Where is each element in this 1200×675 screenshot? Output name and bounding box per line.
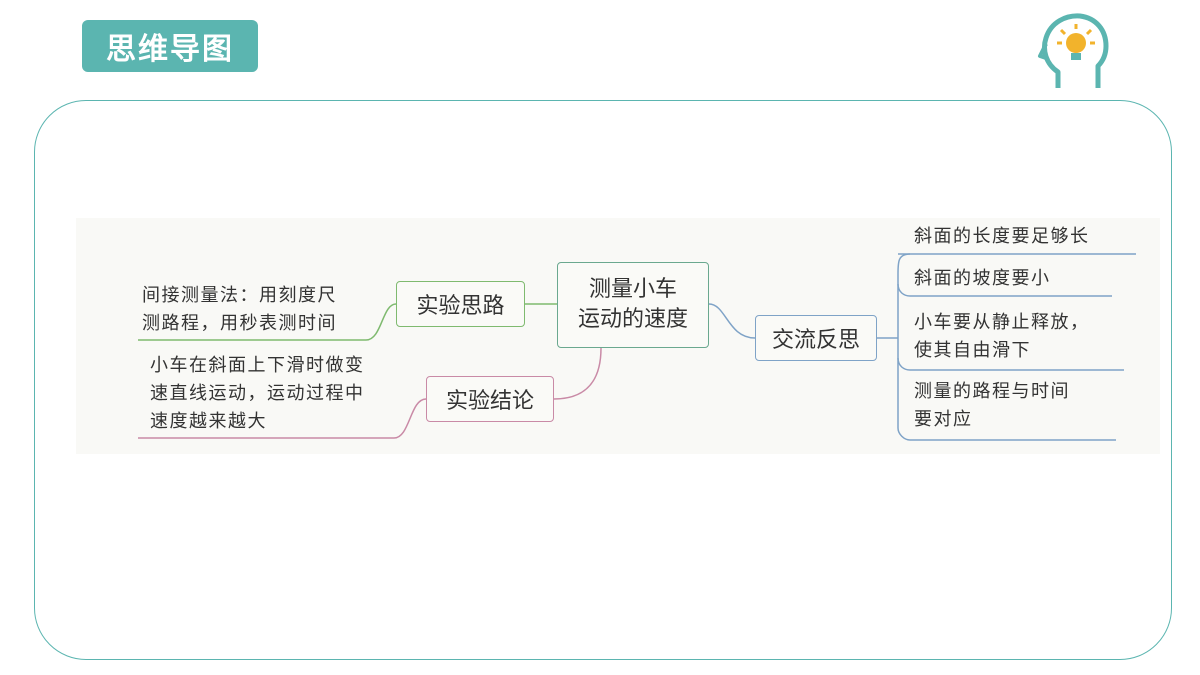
leaf-reflection-1-line1: 斜面的长度要足够长 <box>914 226 1090 247</box>
center-node: 测量小车 运动的速度 <box>557 262 709 348</box>
leaf-conclusion: 小车在斜面上下滑时做变 速直线运动，运动过程中 速度越来越大 <box>150 352 365 436</box>
connector-idea-leaf <box>138 303 397 341</box>
head-lightbulb-icon <box>1038 13 1109 88</box>
leaf-reflection-3-line2: 使其自由滑下 <box>914 340 1031 361</box>
leaf-reflection-2-line1: 斜面的坡度要小 <box>914 268 1051 289</box>
center-node-line2: 运动的速度 <box>577 307 688 332</box>
page-title: 思维导图 <box>82 20 258 72</box>
branch-reflection-node: 交流反思 <box>755 315 877 361</box>
leaf-idea-line2: 测路程，用秒表测时间 <box>142 313 337 334</box>
leaf-reflection-3-line1: 小车要从静止释放， <box>914 312 1090 333</box>
connector-conclusion-leaf <box>138 398 427 439</box>
leaf-reflection-3: 小车要从静止释放， 使其自由滑下 <box>914 309 1090 365</box>
connector-center-conclusion <box>553 347 602 400</box>
branch-conclusion-node: 实验结论 <box>426 376 554 422</box>
connector-lines <box>138 253 1136 441</box>
leaf-reflection-1: 斜面的长度要足够长 <box>914 223 1090 251</box>
leaf-conclusion-line3: 速度越来越大 <box>150 411 267 432</box>
connector-center-reflection <box>708 303 756 339</box>
leaf-idea: 间接测量法：用刻度尺 测路程，用秒表测时间 <box>142 282 337 338</box>
mind-map: 测量小车 运动的速度 实验思路 实验结论 交流反思 间接测量法：用刻度尺 测路程… <box>76 218 1160 454</box>
branch-idea-node: 实验思路 <box>396 281 525 327</box>
leaf-reflection-4: 测量的路程与时间 要对应 <box>914 378 1070 434</box>
center-node-line1: 测量小车 <box>588 277 677 302</box>
leaf-reflection-4-line1: 测量的路程与时间 <box>914 381 1070 402</box>
leaf-idea-line1: 间接测量法：用刻度尺 <box>142 285 337 306</box>
leaf-reflection-2: 斜面的坡度要小 <box>914 265 1051 293</box>
leaf-reflection-4-line2: 要对应 <box>914 409 973 430</box>
leaf-conclusion-line1: 小车在斜面上下滑时做变 <box>150 355 365 376</box>
connector-reflection-leaves <box>897 253 911 441</box>
leaf-conclusion-line2: 速直线运动，运动过程中 <box>150 383 365 404</box>
